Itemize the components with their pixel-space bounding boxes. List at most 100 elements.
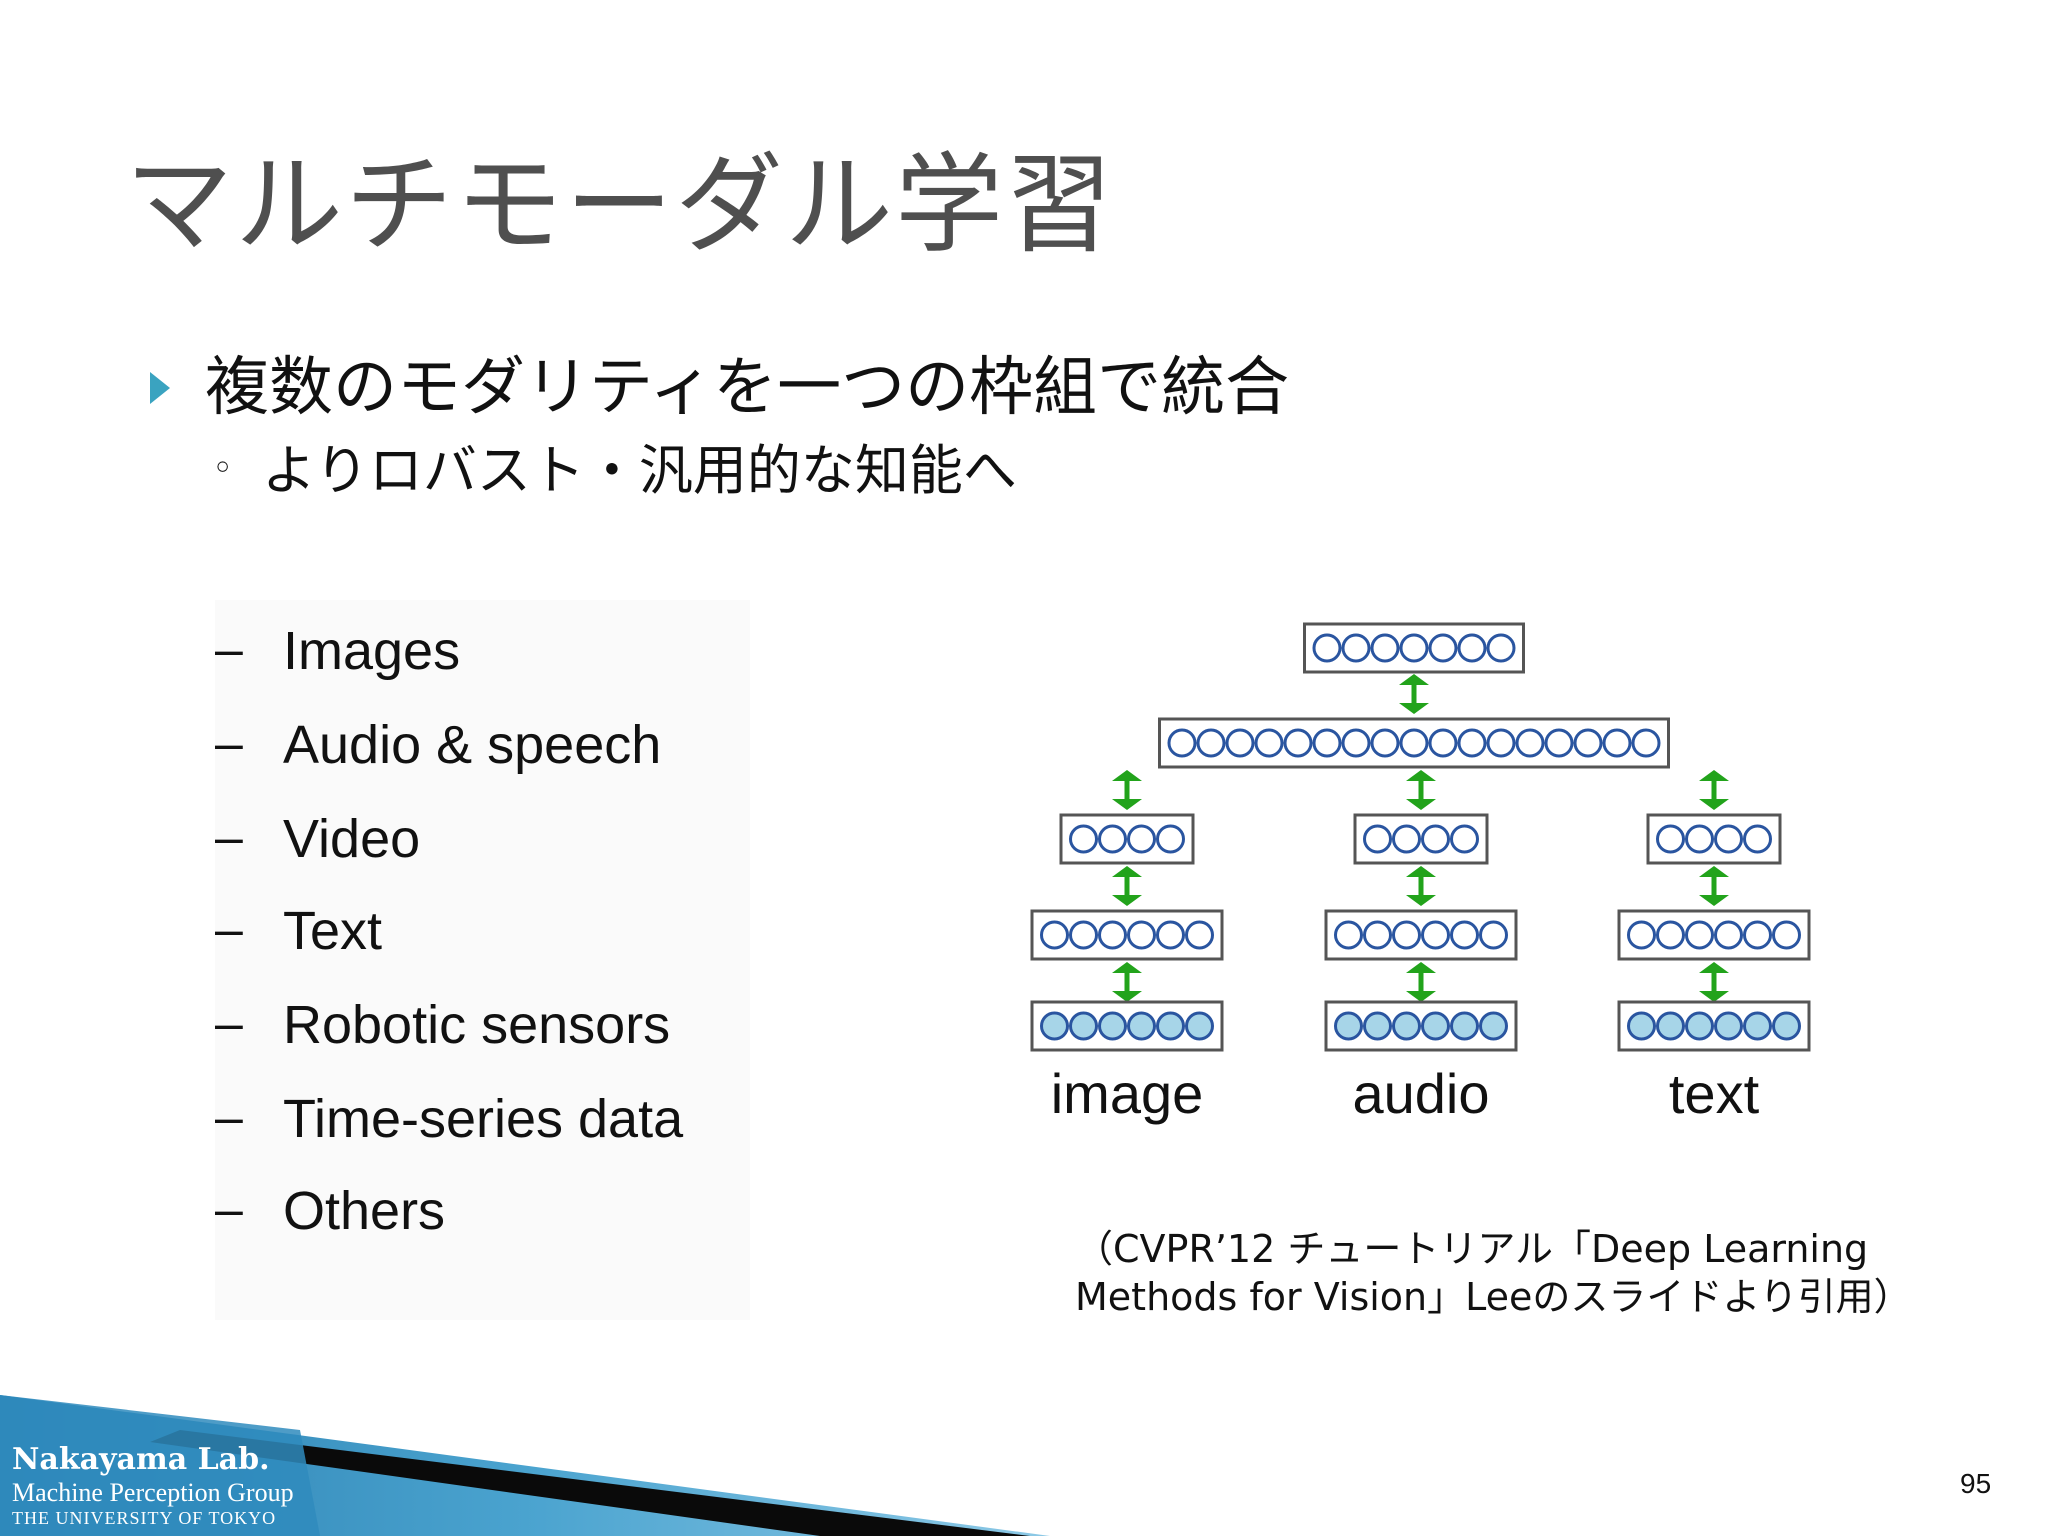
neuron-unit	[1098, 920, 1127, 950]
neuron-unit	[1479, 920, 1508, 950]
neuron-unit	[1428, 728, 1458, 758]
footer-logo-block	[0, 1395, 320, 1536]
arrow-head-down	[1406, 991, 1436, 1002]
neuron-unit	[1656, 920, 1685, 950]
citation-line-2: Methods for Vision」Leeのスライドより引用）	[1075, 1275, 1912, 1319]
arrow-shaft	[1711, 973, 1717, 991]
list-item-label: Text	[283, 901, 383, 961]
sub-bullet-marker: ◦	[212, 448, 234, 489]
neuron-unit	[1772, 1011, 1801, 1041]
network-layers	[1030, 622, 1811, 1052]
list-dash: –	[215, 901, 243, 957]
list-item-label: Robotic sensors	[283, 995, 671, 1055]
list-dash: –	[215, 621, 243, 677]
arrow-head-up	[1699, 770, 1729, 781]
list-item-label: Time-series data	[283, 1089, 684, 1149]
neuron-unit	[1656, 824, 1685, 854]
list-item-label: Audio & speech	[283, 715, 662, 775]
neuron-unit	[1225, 728, 1255, 758]
list-item: – Video	[215, 808, 735, 878]
arrow-head-up	[1406, 962, 1436, 973]
list-item: – Text	[215, 900, 735, 970]
neuron-unit	[1363, 1011, 1392, 1041]
list-dash: –	[215, 809, 243, 865]
arrow-head-down	[1112, 895, 1142, 906]
neuron-unit	[1098, 824, 1127, 854]
arrow-head-up	[1112, 770, 1142, 781]
neuron-unit	[1127, 1011, 1156, 1041]
neuron-unit	[1772, 920, 1801, 950]
neuron-unit	[1685, 920, 1714, 950]
neuron-unit	[1167, 728, 1197, 758]
neuron-unit	[1450, 920, 1479, 950]
neuron-unit	[1312, 728, 1342, 758]
neuron-unit	[1363, 920, 1392, 950]
neuron-unit	[1392, 1011, 1421, 1041]
neuron-unit	[1421, 1011, 1450, 1041]
neuron-unit	[1392, 920, 1421, 950]
neuron-unit	[1341, 633, 1371, 663]
neuron-unit	[1196, 728, 1226, 758]
label-text: text	[1669, 1062, 1760, 1125]
triangle-bullet-icon	[150, 372, 170, 404]
neuron-unit	[1457, 728, 1487, 758]
label-image: image	[1051, 1062, 1204, 1125]
neuron-unit	[1370, 633, 1400, 663]
arrow-head-up	[1699, 866, 1729, 877]
neuron-unit	[1627, 920, 1656, 950]
modality-list: – Images – Audio & speech – Video – Text…	[215, 600, 750, 1320]
arrow-shaft	[1418, 877, 1424, 895]
neuron-unit	[1399, 633, 1429, 663]
arrow-head-down	[1399, 703, 1429, 714]
neuron-unit	[1069, 1011, 1098, 1041]
neuron-unit	[1428, 633, 1458, 663]
neuron-unit	[1486, 728, 1516, 758]
neuron-unit	[1399, 728, 1429, 758]
arrow-shaft	[1418, 781, 1424, 799]
neuron-unit	[1743, 920, 1772, 950]
neuron-unit	[1627, 1011, 1656, 1041]
neuron-unit	[1515, 728, 1545, 758]
list-item-label: Images	[283, 621, 461, 681]
neuron-unit	[1156, 824, 1185, 854]
arrow-head-down	[1699, 895, 1729, 906]
neuron-unit	[1486, 633, 1516, 663]
list-dash: –	[215, 715, 243, 771]
arrow-shaft	[1711, 877, 1717, 895]
list-item-label: Others	[283, 1181, 446, 1241]
citation-line-1: （CVPR’12 チュートリアル「Deep Learning	[1075, 1227, 1869, 1271]
list-item: – Others	[215, 1180, 735, 1250]
lab-university: THE UNIVERSITY OF TOKYO	[12, 1508, 277, 1528]
list-item-label: Video	[283, 809, 421, 869]
neuron-unit	[1185, 920, 1214, 950]
label-audio: audio	[1352, 1062, 1489, 1125]
neuron-unit	[1363, 824, 1392, 854]
neuron-unit	[1069, 920, 1098, 950]
neuron-unit	[1631, 728, 1661, 758]
list-item: – Robotic sensors	[215, 994, 735, 1064]
neuron-unit	[1040, 920, 1069, 950]
list-dash: –	[215, 1089, 243, 1145]
list-item: – Audio & speech	[215, 714, 735, 784]
neuron-unit	[1069, 824, 1098, 854]
list-item: – Time-series data	[215, 1088, 735, 1158]
footer-black-stripe	[150, 1430, 1030, 1536]
multimodal-network-diagram: image audio text	[1030, 622, 1811, 1125]
neuron-unit	[1312, 633, 1342, 663]
arrow-shaft	[1124, 973, 1130, 991]
neuron-unit	[1040, 1011, 1069, 1041]
arrow-head-down	[1406, 895, 1436, 906]
neuron-unit	[1479, 1011, 1508, 1041]
page-number: 95	[1960, 1468, 1992, 1499]
neuron-unit	[1370, 728, 1400, 758]
arrow-head-down	[1406, 799, 1436, 810]
citation-caption: （CVPR’12 チュートリアル「Deep Learning Methods f…	[1075, 1225, 1912, 1321]
list-dash: –	[215, 995, 243, 1051]
neuron-unit	[1156, 1011, 1185, 1041]
footer-band	[0, 1395, 1050, 1536]
neuron-unit	[1656, 1011, 1685, 1041]
neuron-unit	[1127, 920, 1156, 950]
neuron-unit	[1334, 1011, 1363, 1041]
neuron-unit	[1743, 1011, 1772, 1041]
